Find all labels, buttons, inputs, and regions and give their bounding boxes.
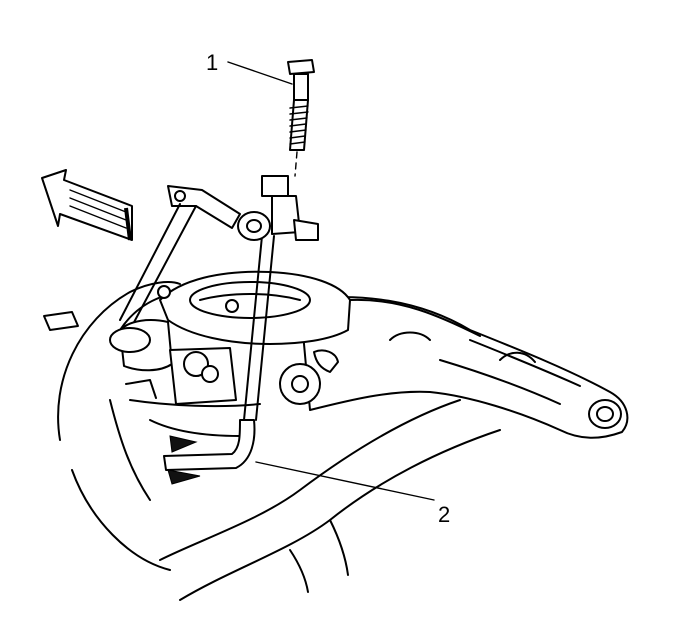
callout-1-label: 1 xyxy=(206,50,218,75)
forward-arrow-icon xyxy=(41,169,133,241)
bolt xyxy=(287,59,315,177)
vent-pipe xyxy=(237,175,319,421)
bracket xyxy=(119,185,241,327)
throttle-body xyxy=(109,270,351,437)
intake-duct xyxy=(159,399,501,601)
callout-2: 2 xyxy=(255,461,450,527)
callout-1: 1 xyxy=(206,50,293,85)
callout-2-label: 2 xyxy=(438,502,450,527)
intake-manifold xyxy=(299,296,629,439)
vent-hose xyxy=(163,419,256,485)
